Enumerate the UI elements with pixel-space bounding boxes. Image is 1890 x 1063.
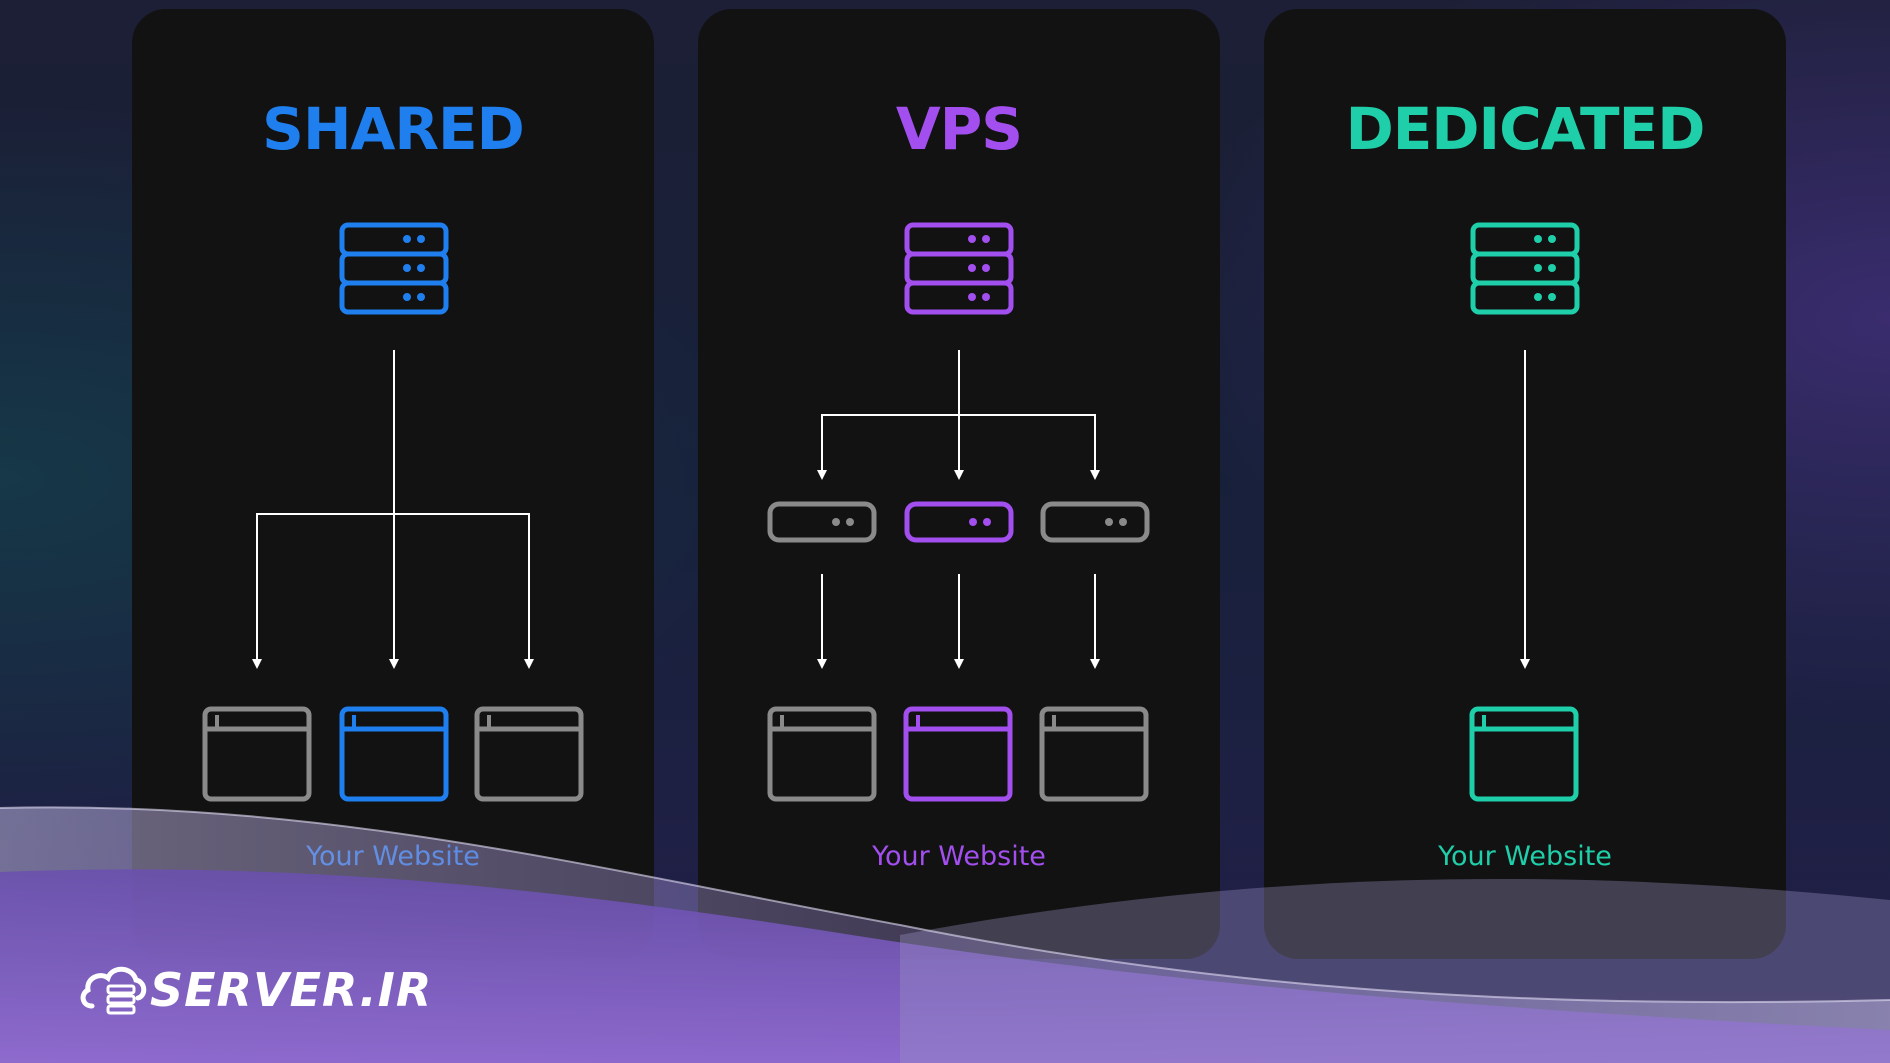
website-icon-yours — [339, 706, 449, 802]
vps-title: VPS — [895, 95, 1023, 163]
vps-caption: Your Website — [872, 841, 1046, 872]
server-icon — [1470, 222, 1580, 315]
virtual-server-icon-other — [1040, 501, 1150, 543]
shared-diagram — [202, 222, 584, 802]
connector-lines — [252, 350, 534, 669]
logo-wordmark: SERVER.IR — [150, 963, 433, 1017]
dedicated-title: DEDICATED — [1345, 95, 1706, 163]
vps-diagram — [767, 222, 1150, 802]
shared-title: SHARED — [262, 95, 525, 163]
website-icon-yours — [903, 706, 1013, 802]
shared-hosting-card: SHARED — [132, 9, 654, 959]
website-icon-other — [202, 706, 312, 802]
server-cloud-icon — [80, 966, 147, 1015]
vps-hosting-card: VPS — [698, 9, 1220, 959]
virtual-server-icon-other — [767, 501, 877, 543]
dedicated-diagram — [1469, 222, 1580, 802]
website-icon-other — [474, 706, 584, 802]
shared-caption: Your Website — [306, 841, 480, 872]
server-icon — [904, 222, 1014, 315]
website-icon-other — [767, 706, 877, 802]
dedicated-hosting-card: DEDICATED — [1264, 9, 1786, 959]
virtual-server-icon-yours — [904, 501, 1014, 543]
server-icon — [339, 222, 449, 315]
website-icon-other — [1039, 706, 1149, 802]
dedicated-caption: Your Website — [1438, 841, 1612, 872]
website-icon-yours — [1469, 706, 1579, 802]
server-ir-logo: SERVER.IR — [78, 960, 432, 1020]
connector-lines — [817, 350, 1100, 669]
